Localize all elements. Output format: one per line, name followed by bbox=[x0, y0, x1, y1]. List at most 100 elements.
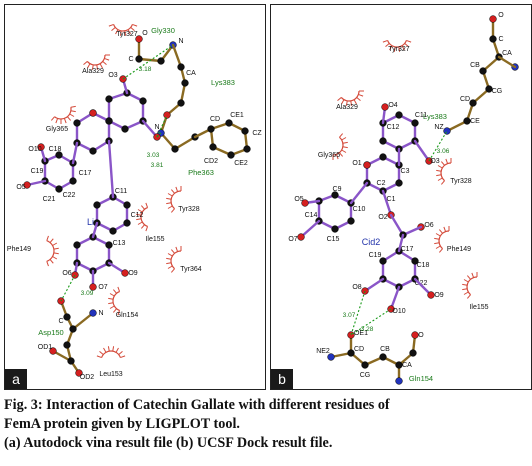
hydrophobic-contact-spoke bbox=[127, 29, 131, 35]
hydrophobic-contact-spoke bbox=[170, 249, 175, 254]
atom-label: N bbox=[154, 124, 159, 131]
oxygen-atom bbox=[121, 269, 129, 277]
hydrophobic-contact-arc bbox=[170, 190, 182, 210]
carbon-atom bbox=[241, 127, 249, 135]
atom-label: O4 bbox=[388, 102, 397, 109]
hydrophobic-contact-spoke bbox=[356, 97, 361, 102]
carbon-atom bbox=[379, 353, 387, 361]
hydrophobic-contact-arc bbox=[113, 24, 133, 32]
atom-label: CG bbox=[360, 372, 371, 379]
carbon-atom bbox=[93, 201, 101, 209]
hydrophobic-contact-spoke bbox=[342, 141, 348, 144]
hydrophobic-contact-spoke bbox=[345, 100, 348, 106]
hydrophobic-contact-spoke bbox=[130, 27, 135, 32]
bond bbox=[413, 139, 431, 163]
hydrophobic-contact-spoke bbox=[462, 283, 468, 286]
oxygen-atom bbox=[89, 283, 97, 291]
atom-label: C11 bbox=[415, 112, 427, 119]
hydrophobic-contact-spoke bbox=[137, 221, 143, 225]
hydrophobic-contact-spoke bbox=[87, 63, 91, 69]
bond bbox=[299, 219, 321, 239]
hydrophobic-contact-spoke bbox=[445, 158, 449, 164]
carbon-atom bbox=[209, 143, 217, 151]
ligand-name-label: Cid2 bbox=[362, 237, 381, 247]
hydrophobic-contact-spoke bbox=[112, 289, 117, 294]
atom-label: CD2 bbox=[204, 158, 218, 165]
nitrogen-atom bbox=[443, 127, 451, 135]
hydrophobic-contact-spoke bbox=[115, 347, 119, 353]
carbon-atom bbox=[227, 151, 235, 159]
hydrophobic-contact-spoke bbox=[335, 154, 339, 160]
hydrophobic-contact-spoke bbox=[437, 177, 443, 181]
carbon-atom bbox=[55, 151, 63, 159]
hydrophobic-contact-spoke bbox=[398, 46, 401, 52]
hydrophobic-contact-spoke bbox=[69, 113, 75, 117]
hydrophobic-contact-spoke bbox=[443, 226, 447, 232]
atom-label: C9 bbox=[333, 186, 342, 193]
hydrophobic-contact-spoke bbox=[137, 209, 143, 213]
hydrophobic-residue-label: Gly365 bbox=[46, 126, 68, 133]
atom-label: O bbox=[498, 12, 504, 19]
hydrophobic-residue-label: Leu153 bbox=[99, 371, 122, 378]
hbond-residue-label: Asp150 bbox=[38, 328, 63, 337]
hydrophobic-contact-spoke bbox=[63, 118, 67, 124]
hydrophobic-contact-spoke bbox=[96, 355, 102, 359]
bond bbox=[397, 233, 405, 253]
bond bbox=[445, 119, 469, 133]
atom-label: O bbox=[142, 30, 148, 37]
atom-label: C2 bbox=[377, 180, 386, 187]
hydrophobic-contact-spoke bbox=[438, 248, 443, 253]
bond bbox=[173, 135, 197, 151]
bond bbox=[389, 285, 401, 311]
atom-label: C17 bbox=[79, 170, 92, 177]
carbon-atom bbox=[135, 55, 143, 63]
hydrophobic-contact-spoke bbox=[46, 261, 49, 267]
hydrophobic-contact-spoke bbox=[167, 205, 173, 209]
hydrophobic-contact-spoke bbox=[117, 310, 121, 316]
hydrophobic-contact-spoke bbox=[358, 93, 364, 97]
hydrophobic-contact-arc bbox=[387, 40, 407, 48]
carbon-atom bbox=[73, 119, 81, 127]
atom-label: C19 bbox=[369, 252, 382, 259]
hydrophobic-contact-spoke bbox=[166, 257, 172, 260]
panel-b-tag: b bbox=[271, 369, 293, 389]
hydrophobic-contact-spoke bbox=[341, 137, 347, 141]
hbond-distance-label: 3.09 bbox=[81, 290, 94, 297]
hydrophobic-contact-arc bbox=[86, 54, 106, 66]
hydrophobic-contact-spoke bbox=[437, 165, 443, 169]
hydrophobic-contact-spoke bbox=[67, 116, 72, 121]
carbon-atom bbox=[69, 177, 77, 185]
hydrophobic-contact-spoke bbox=[166, 202, 172, 205]
atom-label: OD1 bbox=[38, 344, 53, 351]
carbon-atom bbox=[379, 137, 387, 145]
hydrophobic-contact-arc bbox=[466, 276, 478, 296]
bond bbox=[389, 213, 405, 237]
hydrophobic-contact-spoke bbox=[337, 97, 342, 102]
hydrophobic-contact-spoke bbox=[435, 233, 441, 237]
hydrophobic-contact-spoke bbox=[108, 23, 114, 27]
hydrophobic-contact-spoke bbox=[102, 61, 107, 66]
hydrophobic-residue-label: Ile155 bbox=[469, 304, 488, 311]
hydrophobic-contact-spoke bbox=[91, 64, 94, 70]
hydrophobic-contact-arc bbox=[332, 136, 344, 156]
hydrophobic-contact-spoke bbox=[99, 63, 103, 69]
atom-label: CE2 bbox=[234, 160, 248, 167]
hydrophobic-residue-label: Tyr327 bbox=[116, 31, 138, 38]
hydrophobic-contact-spoke bbox=[435, 245, 441, 249]
hydrophobic-contact-arc bbox=[46, 240, 55, 262]
hbond-distance-label: 3.06 bbox=[437, 148, 450, 155]
hydrophobic-contact-spoke bbox=[70, 110, 76, 113]
hydrophobic-contact-spoke bbox=[112, 308, 117, 313]
atom-label: C15 bbox=[327, 236, 340, 243]
hbond-distance-label: 3.07 bbox=[343, 312, 356, 319]
carbon-atom bbox=[479, 67, 487, 75]
hbond-distance-label: 3.81 bbox=[151, 162, 164, 169]
hydrophobic-contact-arc bbox=[440, 162, 452, 182]
hydrophobic-contact-spoke bbox=[339, 152, 344, 157]
hydrophobic-residue-label: Tyr364 bbox=[180, 266, 202, 273]
oxygen-atom bbox=[301, 199, 309, 207]
oxygen-atom bbox=[363, 161, 371, 169]
hbond-residue-label: Gly330 bbox=[151, 26, 175, 35]
hydrogen-bond bbox=[156, 132, 162, 138]
atom-label: O9 bbox=[434, 292, 443, 299]
